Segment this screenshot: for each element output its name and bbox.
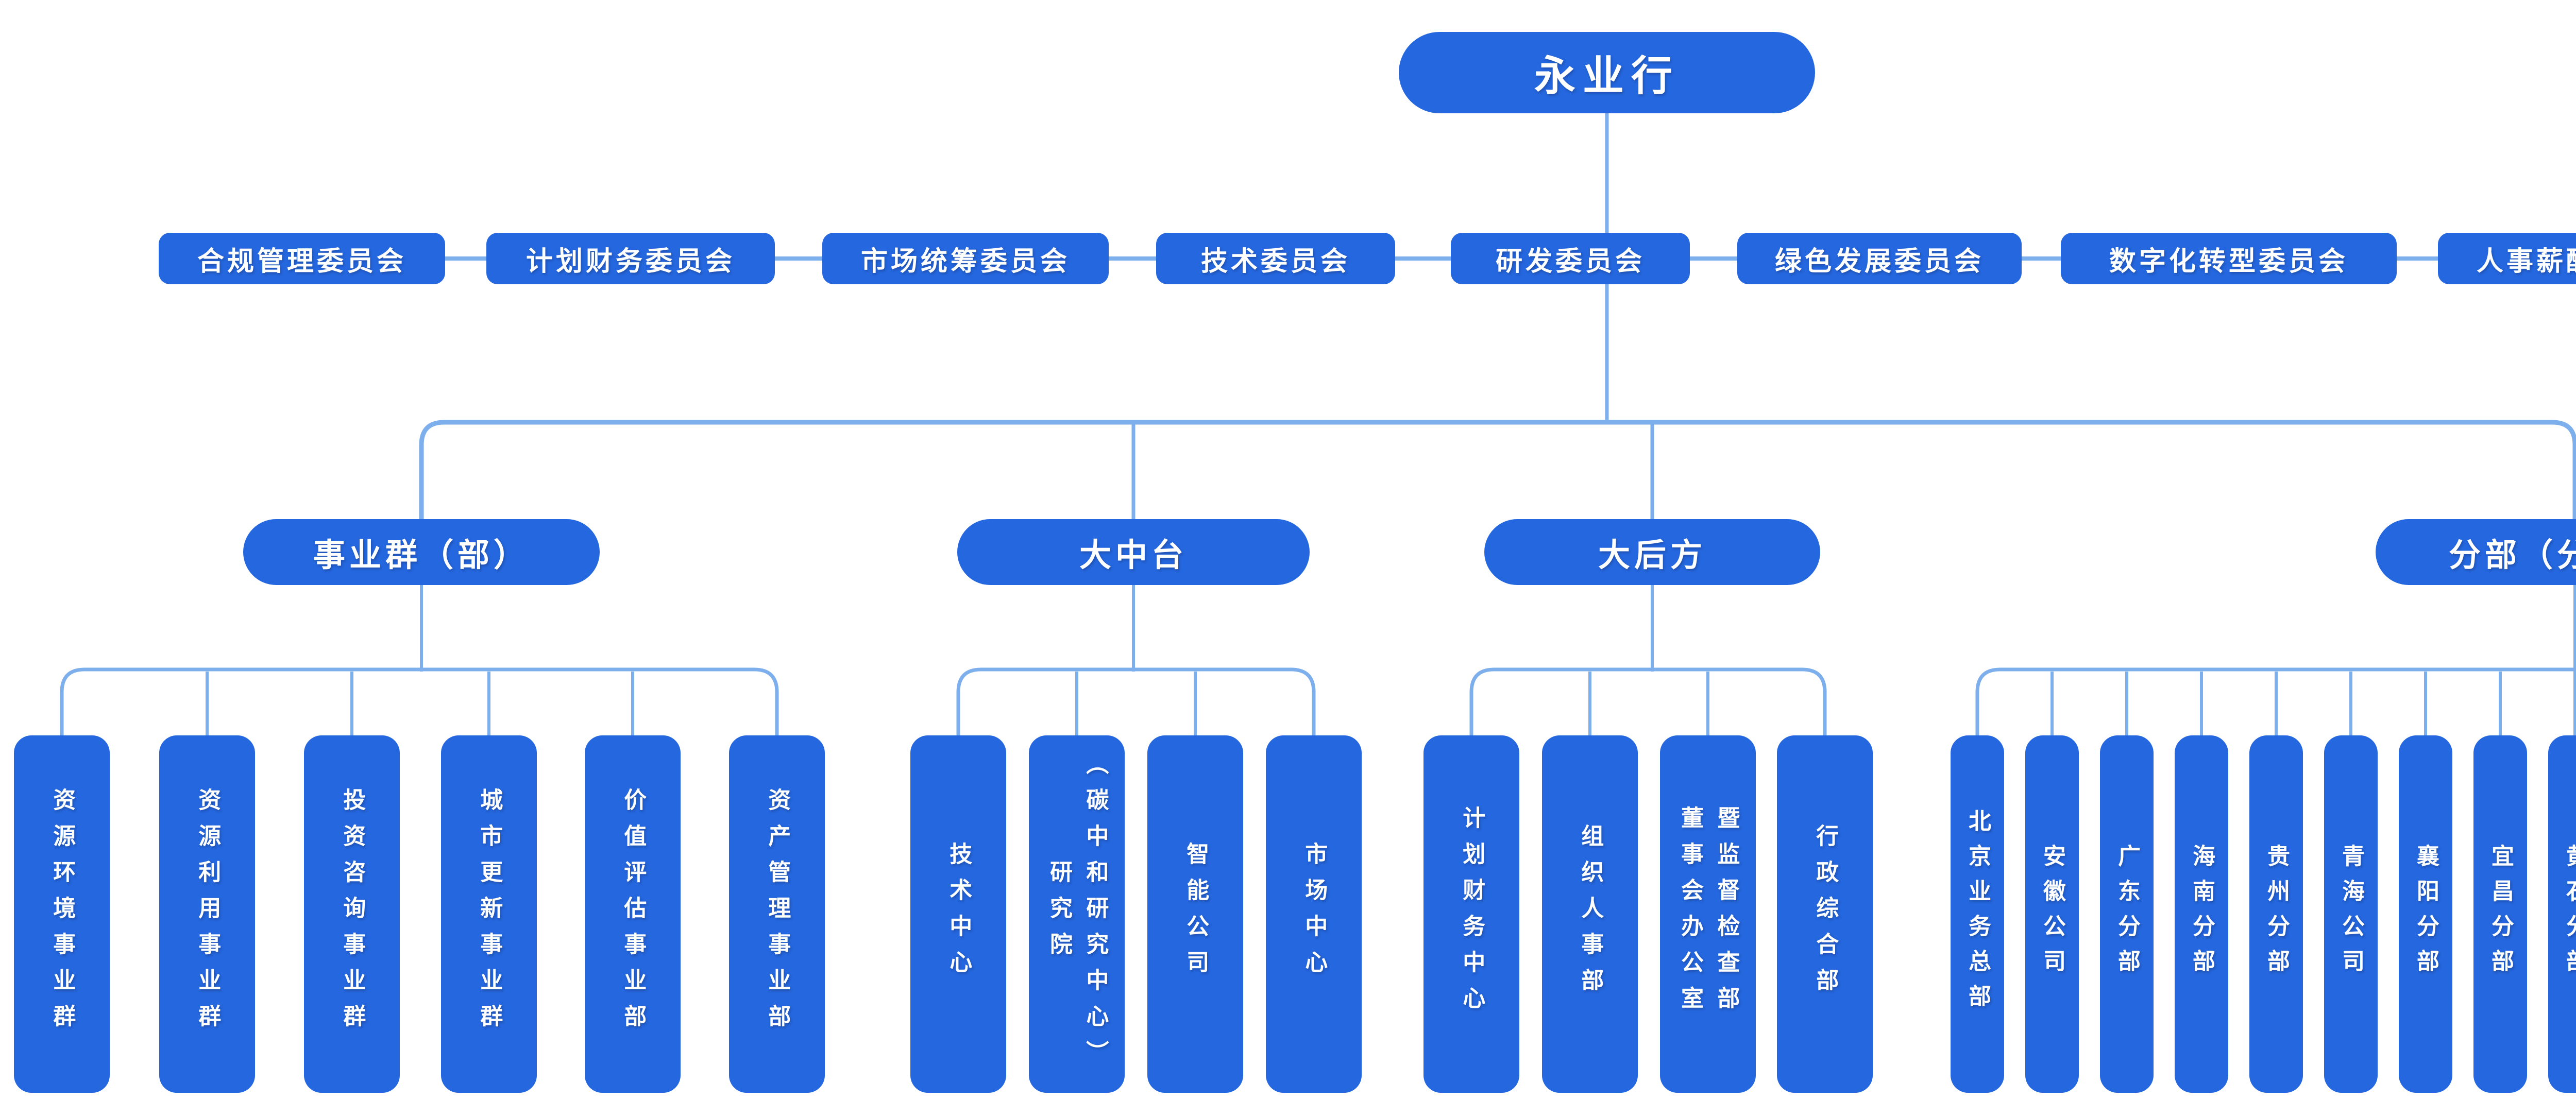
org-node-root[interactable]: 永业行	[1399, 32, 1815, 113]
committee-node-8[interactable]: 人事薪酬委员会	[2438, 233, 2576, 284]
connector-group2-bar	[956, 667, 1316, 737]
committee-node-6[interactable]: 绿色发展委员会	[1737, 233, 2022, 284]
connector-group4-bar	[1975, 667, 2576, 737]
leaf-node-3-4[interactable]: 行政综合部	[1777, 735, 1873, 1093]
leaf-label: 青海公司	[2338, 844, 2364, 984]
leaf-label: 技术中心	[946, 842, 972, 986]
group-node-4[interactable]: 分部（分公司）	[2376, 519, 2576, 585]
leaf-node-1-5[interactable]: 价值评估事业部	[585, 735, 681, 1093]
leaf-label: 智能公司	[1183, 842, 1209, 986]
leaf-label: 襄阳分部	[2413, 844, 2438, 984]
committee-node-7[interactable]: 数字化转型委员会	[2061, 233, 2397, 284]
leaf-node-4-6[interactable]: 青海公司	[2324, 735, 2378, 1093]
group-label: 分部（分公司）	[2448, 538, 2576, 573]
leaf-node-1-4[interactable]: 城市更新事业群	[441, 735, 537, 1093]
committee-node-2[interactable]: 计划财务委员会	[486, 233, 775, 284]
leaf-label: 计划财务中心	[1459, 806, 1485, 1022]
committee-label: 研发委员会	[1495, 246, 1645, 277]
committee-label: 数字化转型委员会	[2109, 246, 2348, 277]
leaf-label: 资源利用事业群	[195, 788, 221, 1040]
leaf-label: 资源环境事业群	[49, 788, 75, 1040]
leaf-label: 海南分部	[2189, 844, 2214, 984]
leaf-label: 城市更新事业群	[477, 788, 502, 1040]
group-label: 事业群（部）	[313, 538, 530, 573]
leaf-node-4-8[interactable]: 宜昌分部	[2473, 735, 2527, 1093]
leaf-node-1-6[interactable]: 资产管理事业部	[729, 735, 825, 1093]
leaf-node-3-1[interactable]: 计划财务中心	[1423, 735, 1519, 1093]
leaf-label: 研究院 （碳中和研究中心）	[1046, 752, 1108, 1076]
committee-label: 绿色发展委员会	[1774, 246, 1984, 277]
leaf-node-2-1[interactable]: 技术中心	[910, 735, 1006, 1093]
leaf-label: 安徽公司	[2040, 844, 2065, 984]
root-label: 永业行	[1534, 53, 1680, 99]
leaf-node-3-3[interactable]: 董事会办公室 暨监督检查部	[1660, 735, 1756, 1093]
leaf-label: 组织人事部	[1578, 824, 1603, 1004]
committee-node-4[interactable]: 技术委员会	[1156, 233, 1395, 284]
leaf-node-1-1[interactable]: 资源环境事业群	[14, 735, 110, 1093]
leaf-node-4-4[interactable]: 海南分部	[2175, 735, 2228, 1093]
leaf-label: 价值评估事业部	[620, 788, 646, 1040]
leaf-node-4-5[interactable]: 贵州分部	[2249, 735, 2303, 1093]
group-node-2[interactable]: 大中台	[957, 519, 1310, 585]
group-label: 大后方	[1598, 538, 1706, 573]
leaf-node-1-2[interactable]: 资源利用事业群	[159, 735, 255, 1093]
committee-label: 人事薪酬委员会	[2476, 246, 2576, 277]
leaf-label: 投资咨询事业群	[340, 788, 365, 1040]
leaf-label: 宜昌分部	[2488, 844, 2513, 984]
committee-node-3[interactable]: 市场统筹委员会	[822, 233, 1109, 284]
leaf-label: 贵州分部	[2264, 844, 2289, 984]
leaf-node-4-7[interactable]: 襄阳分部	[2399, 735, 2452, 1093]
leaf-label: 资产管理事业部	[765, 788, 790, 1040]
leaf-node-2-3[interactable]: 智能公司	[1147, 735, 1243, 1093]
committee-node-1[interactable]: 合规管理委员会	[159, 233, 445, 284]
group-node-1[interactable]: 事业群（部）	[243, 519, 600, 585]
leaf-node-3-2[interactable]: 组织人事部	[1542, 735, 1638, 1093]
leaf-label: 董事会办公室 暨监督检查部	[1677, 806, 1739, 1022]
leaf-label: 市场中心	[1301, 842, 1327, 986]
leaf-label: 黄石分部	[2563, 844, 2576, 984]
leaf-label: 北京业务总部	[1965, 809, 1990, 1019]
group-node-3[interactable]: 大后方	[1484, 519, 1820, 585]
leaf-node-2-2[interactable]: 研究院 （碳中和研究中心）	[1029, 735, 1125, 1093]
connector-group3-bar	[1469, 667, 1827, 737]
group-label: 大中台	[1079, 538, 1188, 573]
leaf-label: 广东分部	[2114, 844, 2140, 984]
leaf-label: 行政综合部	[1812, 824, 1838, 1004]
committee-node-5[interactable]: 研发委员会	[1451, 233, 1690, 284]
leaf-node-4-2[interactable]: 安徽公司	[2025, 735, 2079, 1093]
leaf-node-2-4[interactable]: 市场中心	[1266, 735, 1362, 1093]
committee-label: 计划财务委员会	[526, 246, 735, 277]
leaf-node-1-3[interactable]: 投资咨询事业群	[304, 735, 400, 1093]
leaf-node-4-3[interactable]: 广东分部	[2100, 735, 2154, 1093]
committee-label: 市场统筹委员会	[860, 246, 1070, 277]
committee-label: 合规管理委员会	[197, 246, 406, 277]
connector-level1-bar	[419, 420, 2576, 521]
committee-label: 技术委员会	[1200, 246, 1350, 277]
leaf-node-4-9[interactable]: 黄石分部	[2548, 735, 2576, 1093]
leaf-node-4-1[interactable]: 北京业务总部	[1951, 735, 2004, 1093]
connector-group1-bar	[60, 667, 779, 737]
